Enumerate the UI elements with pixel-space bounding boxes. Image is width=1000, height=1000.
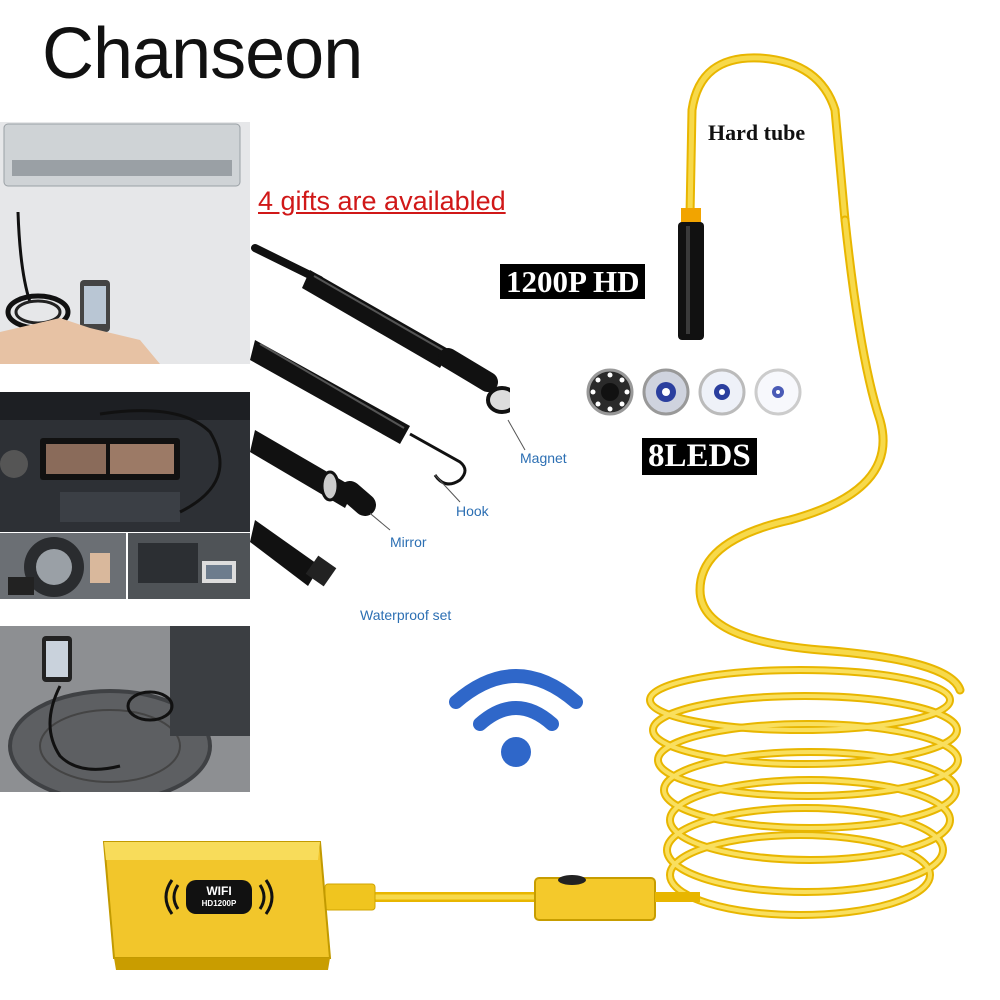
hook-label: Hook (456, 503, 489, 519)
wifi-icon (449, 669, 583, 767)
inline-controller (534, 877, 656, 921)
lens-sample-dim (642, 368, 690, 416)
lens-sample-bright (698, 368, 746, 416)
lens-sample-max (754, 368, 802, 416)
magnet-label: Magnet (520, 450, 567, 466)
usage-photo-wheel (0, 533, 126, 599)
gifts-heading: 4 gifts are availabled (258, 186, 506, 216)
usage-photo-engine (128, 533, 250, 599)
resolution-badge: 1200P HD (500, 264, 646, 299)
camera-head-collar (681, 208, 701, 224)
led-lens-samples (586, 368, 802, 416)
mirror-accessory-image (250, 430, 376, 516)
usage-photo-car-dashboard (0, 392, 250, 532)
callout-lines (370, 419, 526, 531)
mirror-label: Mirror (390, 534, 427, 550)
wifi-box-label-top: WIFI (206, 884, 232, 898)
hard-tube-label: Hard tube (708, 120, 806, 145)
camera-head (678, 222, 704, 340)
waterproof-accessory-image (250, 520, 337, 587)
leds-badge: 8LEDS (642, 438, 757, 475)
usage-photo-aircon (0, 122, 250, 364)
usage-photo-manhole (0, 626, 250, 792)
wifi-box-label-bottom: HD1200P (201, 899, 237, 908)
waterproof-label: Waterproof set (360, 607, 452, 623)
hook-accessory-image (250, 340, 467, 486)
brand-logo: Chanseon (42, 14, 363, 94)
magnet-accessory-image (251, 244, 510, 414)
lens-sample-dark (586, 368, 634, 416)
accessory-illustration (250, 244, 510, 587)
